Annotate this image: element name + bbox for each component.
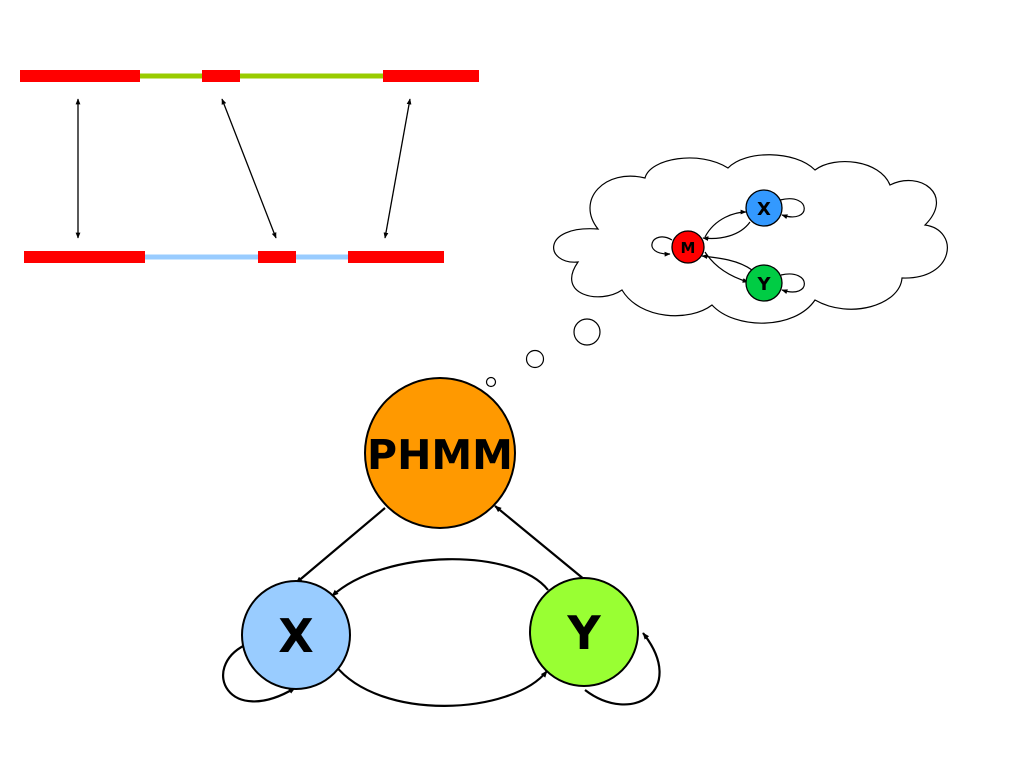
bottom-segment-1 <box>24 251 145 263</box>
edge-y-to-phmm <box>494 505 586 581</box>
node-y <box>529 577 639 687</box>
mini-self-loop-m <box>651 236 673 257</box>
mini-node-m <box>671 230 705 264</box>
main-state-machine: PHMM X Y <box>222 377 661 707</box>
self-loop-y <box>584 632 661 706</box>
edge-y-to-x <box>331 558 549 597</box>
mini-node-x <box>745 189 783 227</box>
mini-node-y <box>745 264 783 302</box>
node-phmm <box>364 377 516 529</box>
top-segment-2 <box>202 70 240 82</box>
bottom-sequence <box>24 251 444 263</box>
mini-edge-x-to-m <box>702 221 751 242</box>
node-phmm-label: PHMM <box>367 431 513 479</box>
mini-state-machine: M X Y <box>651 189 805 302</box>
match-arrow-3 <box>383 98 412 239</box>
mini-self-loop-x <box>779 198 805 219</box>
mini-edge-y-to-m <box>701 254 753 271</box>
edge-phmm-to-x <box>295 507 386 584</box>
mini-node-m-label: M <box>681 239 696 257</box>
match-arrow-2 <box>221 98 277 239</box>
thought-bubble-medium <box>525 349 545 369</box>
bottom-segment-3 <box>348 251 444 263</box>
mini-node-y-label: Y <box>756 274 771 295</box>
node-x <box>241 580 351 690</box>
node-y-label: Y <box>566 606 601 660</box>
thought-bubble-large <box>573 318 601 346</box>
mini-self-loop-y <box>780 273 805 294</box>
self-loop-x <box>222 644 296 703</box>
top-segment-3 <box>383 70 479 82</box>
top-segment-1 <box>20 70 140 82</box>
mini-edge-m-to-x <box>704 209 747 238</box>
thought-cloud <box>485 154 948 388</box>
edge-x-to-y <box>334 664 548 707</box>
node-x-label: X <box>278 609 313 663</box>
top-sequence <box>20 70 479 82</box>
thought-bubble-small <box>485 376 497 388</box>
correspondence-arrows <box>75 98 412 239</box>
mini-node-x-label: X <box>757 199 771 220</box>
bottom-segment-2 <box>258 251 296 263</box>
cloud-shape <box>553 154 948 324</box>
